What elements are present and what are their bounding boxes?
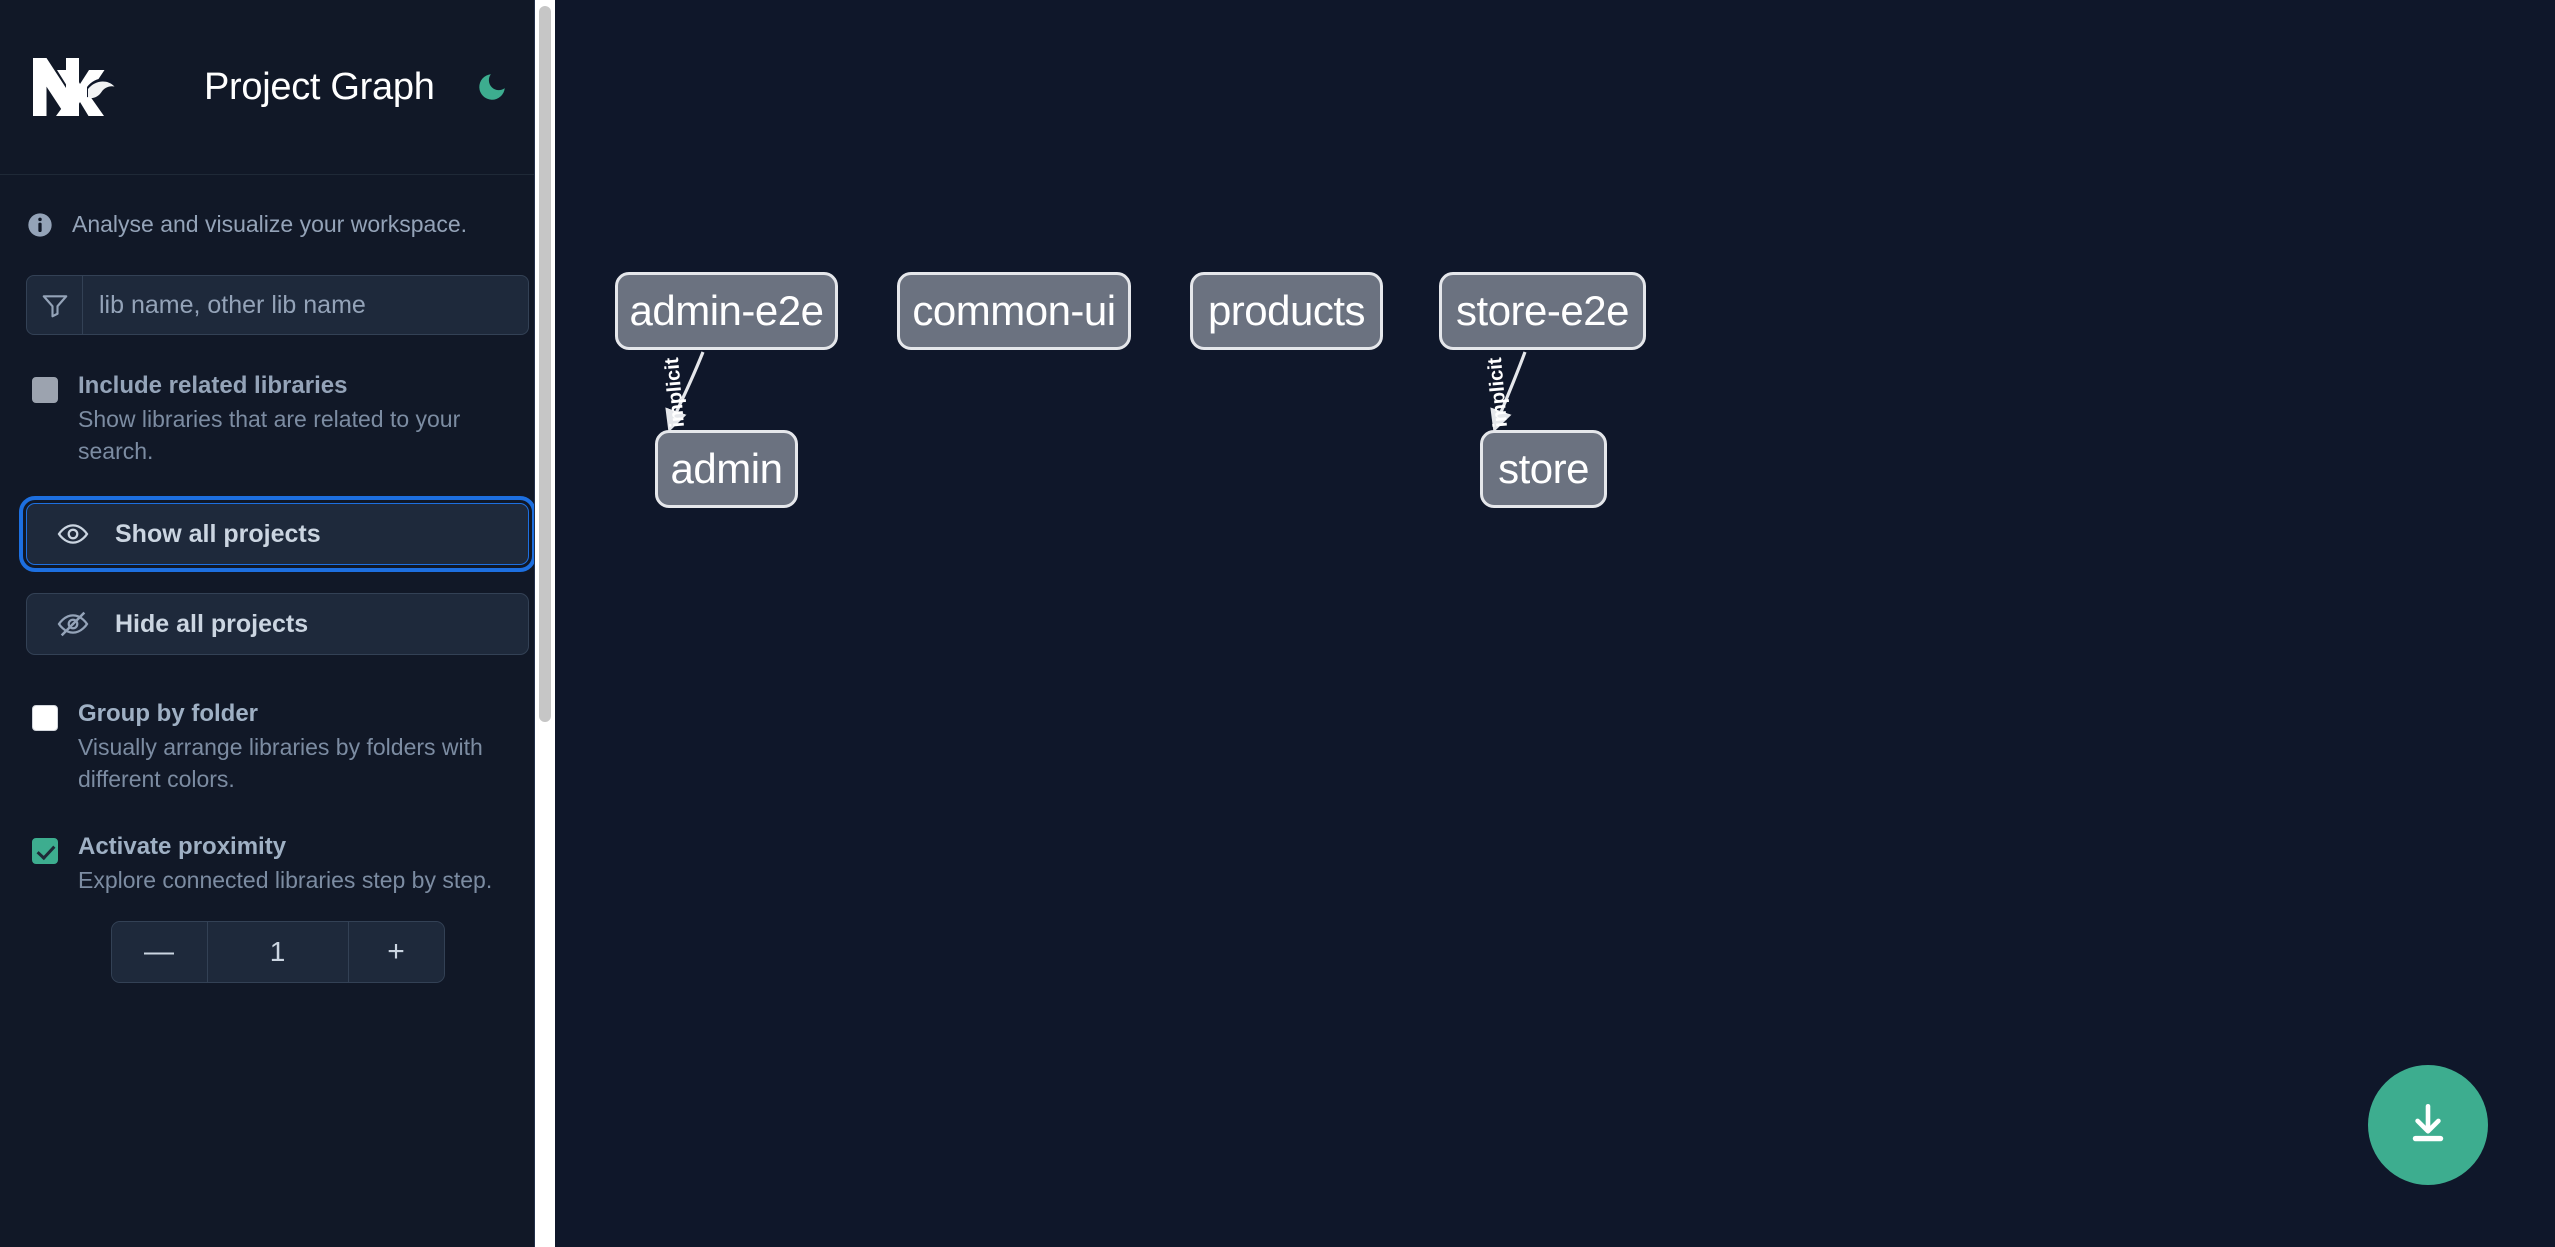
workspace-info: Analyse and visualize your workspace. — [0, 175, 555, 275]
eye-icon — [57, 517, 91, 551]
graph-node-store[interactable]: store — [1480, 430, 1607, 508]
edge-label-admin-implicit: implicit — [661, 356, 689, 428]
checkbox-activate-proximity[interactable] — [32, 837, 58, 864]
option-texts: Include related libraries Show libraries… — [78, 371, 529, 467]
sidebar-content: Project Graph Analyse and visualize your… — [0, 0, 555, 1247]
filter-search-box[interactable] — [26, 275, 529, 335]
graph-node-products[interactable]: products — [1190, 272, 1383, 350]
option-description: Explore connected libraries step by step… — [78, 866, 493, 893]
download-graph-button[interactable] — [2368, 1065, 2488, 1185]
workspace-info-text: Analyse and visualize your workspace. — [72, 211, 468, 238]
sidebar: Project Graph Analyse and visualize your… — [0, 0, 555, 1247]
spacer — [26, 565, 529, 593]
edge-store-e2e-to-store — [1490, 351, 1527, 433]
graph-node-admin[interactable]: admin — [655, 430, 798, 508]
stepper-value: 1 — [269, 935, 286, 967]
graph-node-label: products — [1207, 287, 1366, 334]
graph-node-label: admin-e2e — [629, 287, 824, 334]
download-icon — [2403, 1099, 2453, 1152]
proximity-stepper-wrap: — 1 + — [26, 897, 529, 983]
sidebar-scrollbar-track[interactable] — [535, 0, 555, 1247]
option-description: Show libraries that are related to your … — [78, 406, 461, 464]
spacer — [26, 796, 529, 824]
graph-node-label: store-e2e — [1456, 287, 1629, 334]
sidebar-divider — [534, 0, 535, 1247]
option-activate-proximity[interactable]: Activate proximity Explore connected lib… — [26, 824, 529, 897]
sidebar-controls: Include related libraries Show libraries… — [0, 275, 555, 983]
graph-node-label: common-ui — [912, 287, 1116, 334]
graph-canvas[interactable]: implicit implicit admin-e2e common-ui prod… — [555, 0, 2555, 1247]
stepper-decrement-button[interactable]: — — [111, 921, 208, 982]
option-texts: Activate proximity Explore connected lib… — [78, 832, 529, 897]
show-all-projects-label: Show all projects — [115, 519, 321, 548]
option-texts: Group by folder Visually arrange librari… — [78, 699, 529, 795]
sidebar-header: Project Graph — [0, 0, 555, 175]
nx-logo-icon — [26, 54, 124, 120]
stepper-increment-button[interactable]: + — [347, 921, 444, 982]
graph-node-label: admin — [670, 445, 783, 492]
moon-icon[interactable] — [471, 66, 513, 108]
option-include-related-libraries[interactable]: Include related libraries Show libraries… — [26, 363, 529, 467]
sidebar-scrollbar-thumb[interactable] — [539, 6, 551, 722]
hide-all-projects-label: Hide all projects — [115, 609, 309, 638]
graph-node-label: store — [1498, 445, 1589, 492]
graph-node-store-e2e[interactable]: store-e2e — [1439, 272, 1646, 350]
spacer — [26, 467, 529, 503]
proximity-stepper: — 1 + — [110, 920, 445, 983]
edge-admin-e2e-to-admin — [665, 351, 705, 433]
option-label: Group by folder — [78, 700, 258, 728]
checkbox-include-related-libraries[interactable] — [32, 377, 58, 403]
graph-edges-layer: implicit implicit — [661, 351, 1527, 433]
search-input[interactable] — [83, 276, 528, 334]
hide-all-projects-button[interactable]: Hide all projects — [26, 593, 529, 656]
info-icon — [26, 211, 54, 239]
page-title: Project Graph — [204, 65, 435, 108]
spacer — [26, 655, 529, 691]
edge-label-store-implicit: implicit — [1484, 356, 1512, 428]
graph-node-common-ui[interactable]: common-ui — [897, 272, 1131, 350]
option-group-by-folder[interactable]: Group by folder Visually arrange librari… — [26, 691, 529, 795]
option-label: Include related libraries — [78, 372, 348, 399]
option-description: Visually arrange libraries by folders wi… — [78, 734, 483, 793]
filter-funnel-icon — [27, 276, 83, 334]
checkbox-group-by-folder[interactable] — [32, 705, 58, 732]
option-label: Activate proximity — [78, 832, 287, 860]
show-all-projects-button[interactable]: Show all projects — [19, 496, 536, 573]
graph-node-admin-e2e[interactable]: admin-e2e — [615, 272, 838, 350]
eye-off-icon — [57, 607, 91, 641]
